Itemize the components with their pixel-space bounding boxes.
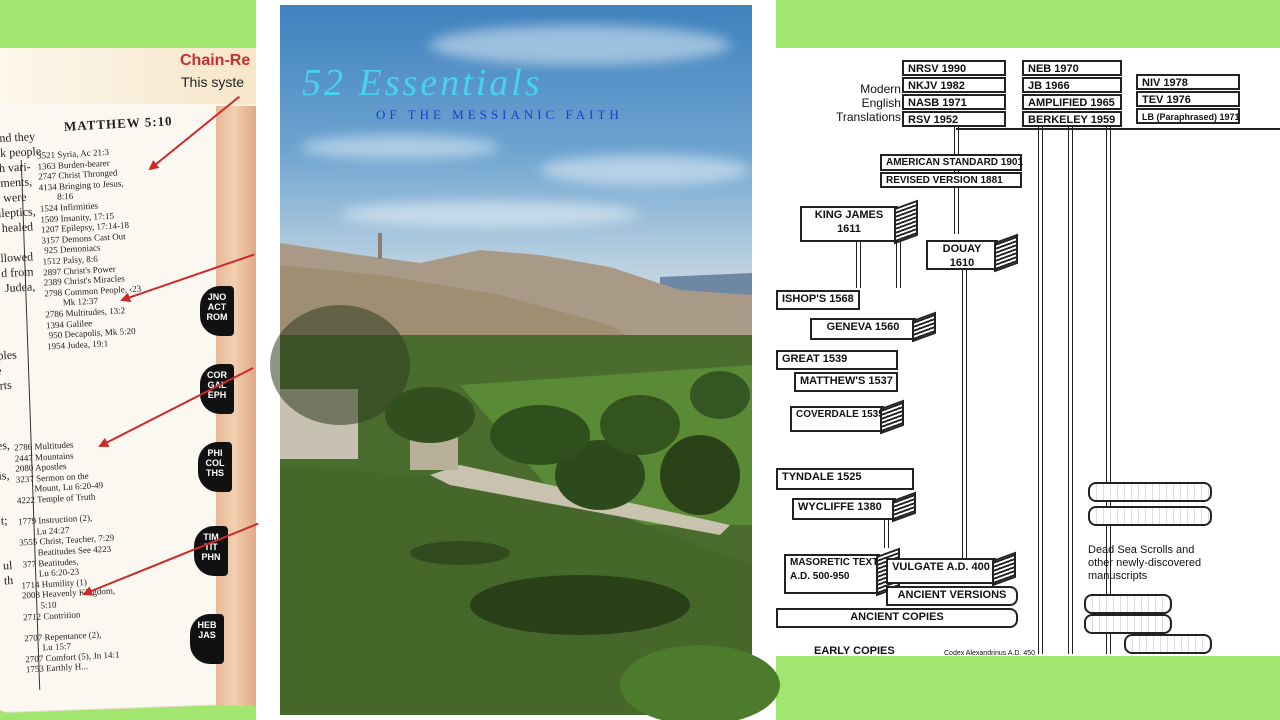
green-band-top-right bbox=[776, 0, 1280, 48]
book-tev: TEV 1976 bbox=[1136, 91, 1240, 107]
book-nrsv: NRSV 1990 bbox=[902, 60, 1006, 76]
scroll bbox=[1084, 594, 1172, 614]
landscape bbox=[270, 233, 780, 720]
book-matthews: MATTHEW'S 1537 bbox=[794, 372, 898, 392]
trunk-line bbox=[962, 268, 967, 558]
chain-entries-bottom: 2786 Multitudes 2447 Mountains 2080 Apos… bbox=[13, 439, 120, 675]
green-band-top-left bbox=[0, 0, 256, 48]
header-title: Chain-Re bbox=[180, 52, 251, 69]
trunk-line bbox=[1068, 124, 1073, 654]
book-jb: JB 1966 bbox=[1022, 77, 1122, 93]
thumb-tab-tim-tit-phn: TIM TIT PHN bbox=[194, 526, 228, 576]
early-copies: EARLY COPIES bbox=[814, 645, 895, 657]
branch-line bbox=[956, 128, 1280, 130]
book-berkeley: BERKELEY 1959 bbox=[1022, 111, 1122, 127]
cover-title: 52 Essentials bbox=[302, 62, 543, 104]
book-american-standard: AMERICAN STANDARD 1901 bbox=[880, 154, 1023, 171]
thumb-tab-phi-col-ths: PHI COL THS bbox=[198, 442, 232, 492]
trunk-line bbox=[896, 228, 901, 288]
dead-sea-scrolls-label: Dead Sea Scrolls and other newly-discove… bbox=[1088, 544, 1202, 582]
book-masoretic-text: MASORETIC TEXT A.D. 500-950 bbox=[784, 554, 880, 594]
cloud bbox=[430, 25, 730, 65]
book-geneva: GENEVA 1560 bbox=[810, 318, 916, 340]
ancient-versions: ANCIENT VERSIONS bbox=[886, 586, 1018, 606]
book-tyndale: TYNDALE 1525 bbox=[776, 468, 914, 490]
trunk-line bbox=[856, 228, 861, 288]
thumb-tab-jno-act-rom: JNO ACT ROM bbox=[200, 286, 234, 336]
book-lb: LB (Paraphrased) 1971 bbox=[1136, 108, 1240, 124]
cover-subtitle: OF THE MESSIANIC FAITH bbox=[376, 107, 623, 122]
codex-label: Codex Alexandrinus A.D. 450 bbox=[944, 650, 1036, 657]
cloud bbox=[300, 135, 500, 159]
bible-translation-tree: Modern English Translations NRSV 1990 NK… bbox=[776, 48, 1280, 657]
bible-page-image: Chain-Re This syste MATTHEW 5:10 and the… bbox=[0, 48, 259, 713]
ancient-copies: ANCIENT COPIES bbox=[776, 608, 1018, 628]
book-wycliffe: WYCLIFFE 1380 bbox=[792, 498, 896, 520]
cloud bbox=[540, 155, 750, 185]
green-band-bottom-right bbox=[776, 656, 1280, 720]
book-niv: NIV 1978 bbox=[1136, 74, 1240, 90]
book-nasb: NASB 1971 bbox=[902, 94, 1006, 110]
book-neb: NEB 1970 bbox=[1022, 60, 1122, 76]
scroll bbox=[1088, 506, 1212, 526]
book-king-james: KING JAMES 1611 bbox=[800, 206, 898, 242]
book-nkjv: NKJV 1982 bbox=[902, 77, 1006, 93]
book-revised-version: REVISED VERSION 1881 bbox=[880, 172, 1022, 188]
header-subtitle: This syste bbox=[181, 74, 245, 90]
modern-english-label: Modern English Translations bbox=[836, 82, 901, 124]
book-vulgate: VULGATE A.D. 400 bbox=[886, 558, 996, 584]
scroll bbox=[1088, 482, 1212, 502]
book-douay: DOUAY 1610 bbox=[926, 240, 998, 270]
chain-entries-top: 3521 Syria, Ac 21:3 1363 Burden-bearer 2… bbox=[36, 146, 142, 352]
book-amplified: AMPLIFIED 1965 bbox=[1022, 94, 1122, 110]
chain-reference-header: Chain-Re This syste bbox=[0, 48, 256, 104]
thumb-tab-cor-gal-eph: COR GAL EPH bbox=[200, 364, 234, 414]
scroll bbox=[1124, 634, 1212, 654]
book-rsv: RSV 1952 bbox=[902, 111, 1006, 127]
trunk-line bbox=[884, 518, 889, 548]
scroll bbox=[1084, 614, 1172, 634]
book-great: GREAT 1539 bbox=[776, 350, 898, 370]
trunk-line bbox=[1038, 124, 1043, 654]
cloud bbox=[340, 201, 640, 227]
cover-photo: 52 Essentials OF THE MESSIANIC FAITH bbox=[270, 5, 780, 720]
trunk-line bbox=[1106, 124, 1111, 654]
book-coverdale: COVERDALE 1535 bbox=[790, 406, 884, 432]
book-bishops: ISHOP'S 1568 bbox=[776, 290, 860, 310]
thumb-tab-heb-jas: HEB JAS bbox=[190, 614, 224, 664]
